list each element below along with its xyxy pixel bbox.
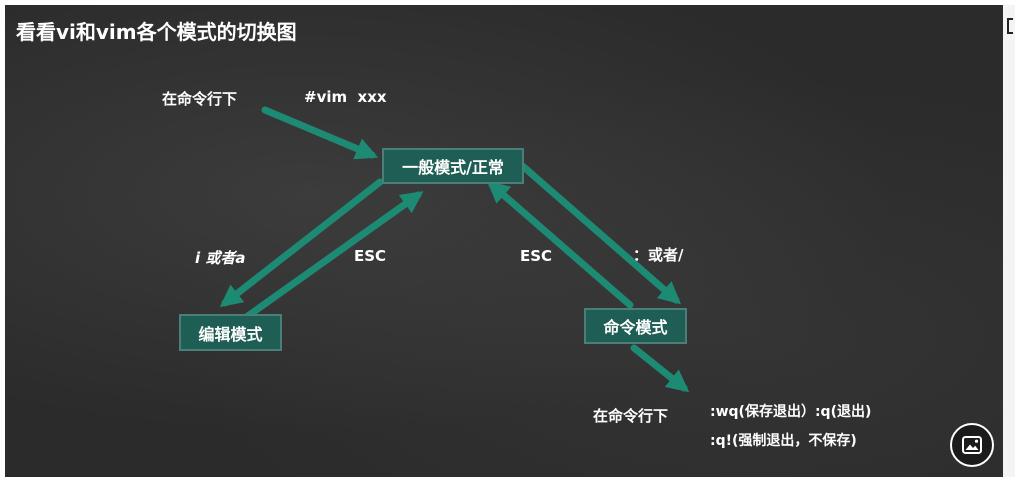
arrow-normal-to-edit (219, 178, 384, 308)
right-edge-strip (1003, 5, 1015, 477)
cmdline-bottom-label: 在命令行下 (593, 407, 669, 425)
edit-mode-box: 编辑模式 (179, 314, 282, 351)
colon-or-slash-label: ：或者/ (633, 246, 684, 264)
image-icon (962, 436, 982, 454)
i-or-a-label: i 或者a (195, 249, 246, 267)
vim-command-label: #vim xxx (304, 88, 387, 106)
command-mode-box: 命令模式 (584, 308, 687, 344)
edge-bracket-icon (1007, 18, 1013, 34)
force-quit-label: :q!(强制退出，不保存) (710, 433, 857, 449)
cmdline-top-label: 在命令行下 (162, 90, 238, 108)
save-quit-label: :wq(保存退出）:q(退出) (710, 404, 872, 420)
arrow-command-to-normal (486, 180, 634, 309)
arrow-edit-to-normal (241, 191, 424, 322)
arrow-normal-to-command (514, 158, 682, 305)
normal-mode-box: 一般模式/正常 (382, 148, 524, 184)
arrow-start-to-normal (261, 106, 379, 160)
arrow-command-to-cmdline (630, 344, 690, 393)
esc-left-label: ESC (354, 247, 387, 265)
esc-right-label: ESC (520, 247, 553, 265)
page-title: 看看vi和vim各个模式的切换图 (16, 20, 297, 44)
view-image-button[interactable] (950, 423, 994, 467)
chalkboard-background (5, 5, 1003, 477)
